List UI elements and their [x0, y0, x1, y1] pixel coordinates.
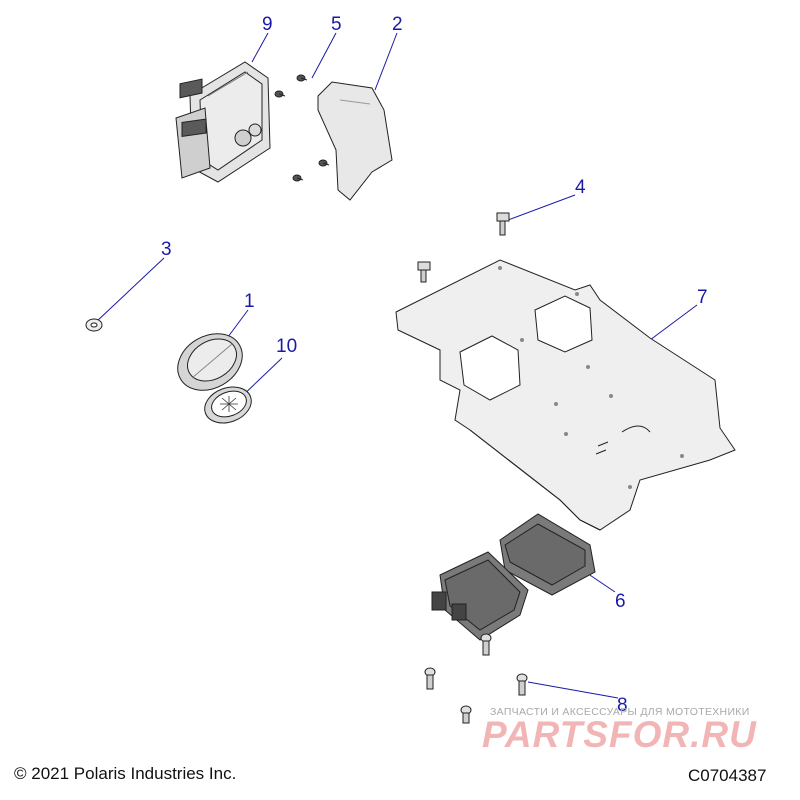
- callout-7: 7: [697, 287, 708, 308]
- ecu-module: [175, 61, 271, 183]
- mounting-plate: [395, 259, 736, 531]
- bolts-4: [417, 212, 510, 283]
- screws-8: [424, 633, 528, 724]
- control-modules: [431, 513, 596, 641]
- callout-9: 9: [262, 14, 273, 35]
- leader-lines: [95, 32, 698, 699]
- leader-line-8: [527, 681, 619, 699]
- leader-line-3: [95, 257, 165, 323]
- grommet-large: [177, 333, 243, 391]
- callout-1: 1: [244, 291, 255, 312]
- watermark-subtitle: ЗАПЧАСТИ И АКСЕССУАРЫ ДЛЯ МОТОТЕХНИКИ: [490, 706, 750, 718]
- callout-10: 10: [276, 336, 298, 357]
- callout-8: 8: [617, 695, 628, 716]
- callout-5: 5: [331, 14, 342, 35]
- callout-2: 2: [392, 14, 403, 35]
- leader-line-7: [649, 304, 698, 341]
- watermark-brand: PARTSFOR.RU: [482, 714, 757, 755]
- clip: [85, 318, 103, 332]
- callout-4: 4: [575, 177, 586, 198]
- leader-line-4: [507, 194, 576, 221]
- callout-3: 3: [161, 239, 172, 260]
- cover-plate: [317, 81, 393, 201]
- leader-line-9: [251, 32, 269, 63]
- callout-6: 6: [615, 591, 626, 612]
- grommet-small: [204, 386, 252, 424]
- leader-line-5: [311, 32, 337, 79]
- copyright-text: © 2021 Polaris Industries Inc.: [14, 764, 237, 783]
- drawing-number: C0704387: [688, 766, 767, 785]
- screws-5: [274, 74, 330, 182]
- leader-line-2: [374, 32, 398, 91]
